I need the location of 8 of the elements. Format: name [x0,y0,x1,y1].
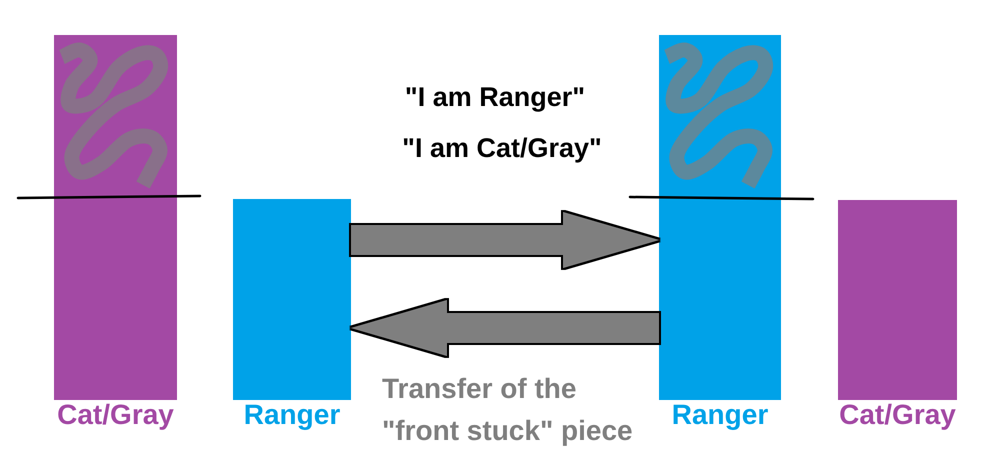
bar-label: Cat/Gray [57,399,174,431]
arrow [351,300,659,356]
bar-label: Cat/Gray [839,399,956,431]
note-text: Transfer of the "front stuck" piece [382,372,634,448]
quote-text: "I am Ranger" [404,81,586,113]
bar-label: Ranger [672,399,768,431]
quote-text: "I am Cat/Gray" [402,132,602,164]
bar-label: Ranger [244,399,340,431]
